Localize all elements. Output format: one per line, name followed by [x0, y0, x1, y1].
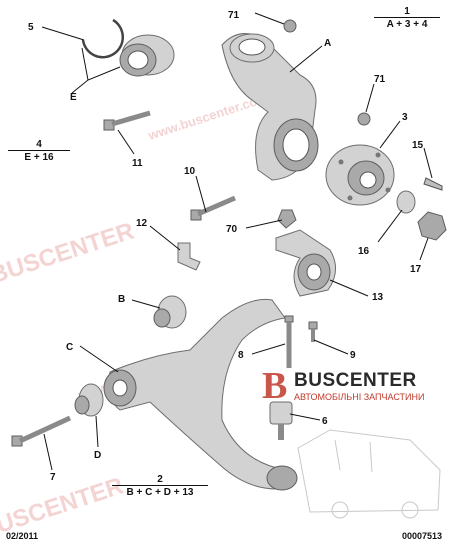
- callout-71-top: 71: [228, 10, 240, 21]
- group-2-number: 2: [157, 474, 163, 485]
- group-4-parts: E + 16: [8, 150, 70, 163]
- callout-11: 11: [132, 158, 143, 169]
- callout-b: B: [118, 294, 125, 305]
- group-1-parts: A + 3 + 4: [374, 17, 440, 30]
- leader-lines: [41, 12, 433, 471]
- bush-d-part: [74, 383, 104, 417]
- bolt-10-part: [190, 195, 236, 221]
- callout-8: 8: [238, 350, 244, 361]
- screw-9-part: [308, 321, 318, 342]
- group-4-formula: 4 E + 16: [8, 139, 70, 163]
- buscenter-logo: BUSCENTER АВТОМОБІЛЬНІ ЗАПЧАСТИНИ: [272, 370, 424, 402]
- group-1-number: 1: [404, 6, 410, 17]
- footer-ref: 00007513: [401, 531, 442, 541]
- callout-15: 15: [412, 140, 424, 151]
- logo-emblem: B: [262, 365, 287, 407]
- rear-bush-13-part: [275, 229, 336, 297]
- callout-a: A: [324, 38, 331, 49]
- wheel-hub-part: [325, 144, 395, 206]
- nut-70-part: [277, 209, 297, 229]
- bolt-7-part: [11, 415, 72, 447]
- watermark-brand-1: BUSCENTER: [0, 218, 137, 290]
- lower-control-arm-part: [103, 298, 298, 491]
- callout-c: C: [66, 342, 73, 353]
- circlip-part: [81, 18, 125, 59]
- callout-13: 13: [372, 292, 384, 303]
- logo-name: BUSCENTER: [294, 370, 417, 391]
- logo-tagline: АВТОМОБІЛЬНІ ЗАПЧАСТИНИ: [294, 392, 425, 402]
- footer-date: 02/2011: [6, 531, 39, 541]
- group-1-formula: 1 A + 3 + 4: [374, 6, 440, 30]
- callout-12: 12: [136, 218, 148, 229]
- callout-7: 7: [50, 472, 56, 483]
- logo-letter: B: [262, 365, 287, 407]
- callout-9: 9: [350, 350, 356, 361]
- bolt-11-part: [103, 110, 151, 131]
- callout-3: 3: [402, 112, 408, 123]
- callout-10: 10: [184, 166, 196, 177]
- group-2-parts: B + C + D + 13: [112, 485, 208, 498]
- washer-16-part: [396, 190, 416, 214]
- bracket-12-part: [177, 242, 201, 271]
- nut-17-part: [417, 211, 447, 241]
- callout-labels: 5 71 A 71 3 E 11 15 10 70 12 16 17 B 13 …: [28, 10, 424, 483]
- wheel-bearing-part: [119, 34, 175, 77]
- callout-6: 6: [322, 416, 328, 427]
- callout-70: 70: [226, 224, 238, 235]
- bolt-8-part: [284, 315, 294, 368]
- group-2-formula: 2 B + C + D + 13: [112, 474, 208, 498]
- callout-e: E: [70, 92, 77, 103]
- group-4-number: 4: [36, 139, 42, 150]
- cotter-pin-15-part: [423, 177, 443, 191]
- callout-71-right: 71: [374, 74, 386, 85]
- callout-5: 5: [28, 22, 34, 33]
- bus-sketch-image: [297, 429, 441, 519]
- ball-joint-6-part: [269, 401, 293, 440]
- callout-16: 16: [358, 246, 370, 257]
- callout-17: 17: [410, 264, 422, 275]
- callout-d: D: [94, 450, 101, 461]
- bush-b-part: [153, 295, 187, 329]
